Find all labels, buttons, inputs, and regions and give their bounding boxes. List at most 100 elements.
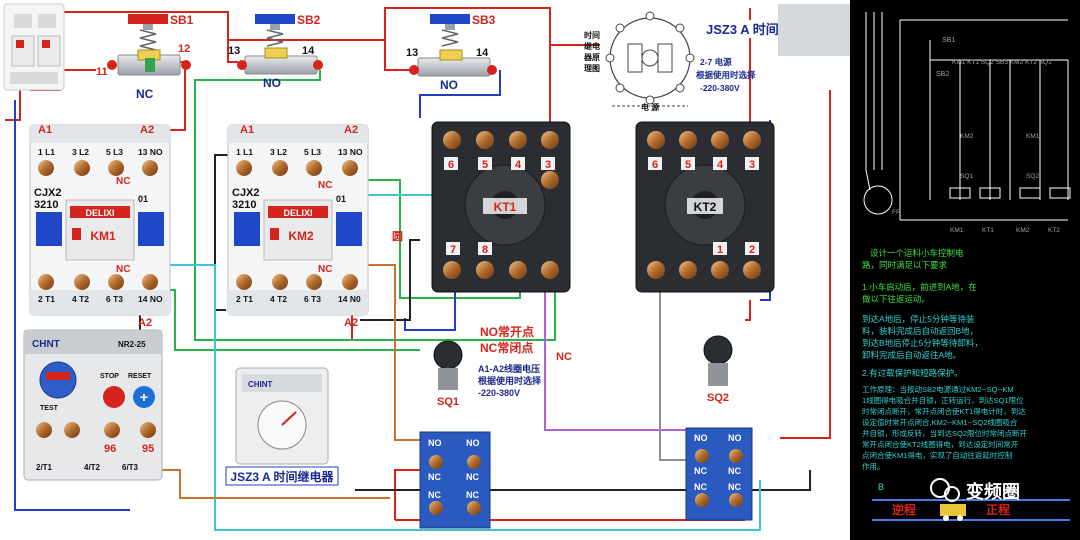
schematic-coil-km1: KM1 [950,227,964,234]
km1-nc-top: NC [116,176,130,187]
overload-stop-label: STOP [100,373,119,380]
sq2-roller-icon [703,335,733,365]
sq2-screws [695,449,743,507]
pinout-side-label-2: 继电 [584,41,600,51]
kt2-name: KT2 [694,200,717,214]
sq1-screws [429,455,481,515]
relay-pinout-diagram: 时间 继电 器原 理图 电 源 2-7 电源 根据使用时选择 -220-380V [583,11,756,112]
kt1-pin-4: 4 [515,159,522,171]
overload-terminal-95: 95 [142,443,154,455]
reset-button[interactable] [133,386,155,408]
km1-model-line1: CJX2 [34,187,62,199]
sb3-spring-icon [441,29,459,47]
work-line-1: 工作原理：当按动SB2电源通过KM2--SQ--KM [862,384,1014,394]
sb2-button[interactable]: SB2 13 14 NO [228,13,323,90]
pinout-power-note-2: 根据使用时选择 [696,70,756,80]
reset-plus-icon: + [140,389,148,405]
kt1-bottom-screws [443,261,559,279]
sq2-contact-5: NC [694,482,707,492]
sq2-contact-4: NC [728,466,741,476]
sb1-button[interactable]: SB1 11 12 NC [96,13,194,101]
km1-top-terminal-1: 1 L1 [38,147,55,157]
sb3-button[interactable]: SB3 13 14 NO [406,13,497,92]
sq2-contact-1: NO [694,433,708,443]
sq2-contact-3: NC [694,466,707,476]
km1-bottom-terminal-3: 6 T3 [106,294,123,304]
sq1-contact-5: NC [428,490,441,500]
sb2-label: SB2 [297,13,321,27]
pinout-power-note-3: -220-380V [700,83,740,93]
sb1-right-terminal: 12 [178,43,190,55]
kt1-relay-socket[interactable]: KT1 6 5 4 3 7 8 [431,121,571,293]
sb3-cap-icon [430,14,470,24]
kt1-pin-7: 7 [450,244,456,256]
timer-brand: CHINT [248,380,273,389]
sb1-left-terminal: 11 [96,66,108,78]
cart-icon [940,504,966,516]
work-line-7: 点闭合使KM1得电，实现了自动往返延时控制 [862,450,1012,460]
work-principle: 工作原理：当按动SB2电源通过KM2--SQ--KM 1线圈得电吸合并自锁，正转… [862,384,1028,471]
work-line-4: 设定值时常开点闭合,KM2--KM1--SQ2线圈吸合 [862,417,1018,427]
sb2-left-terminal: 13 [228,45,240,57]
kt1-pin-8: 8 [482,244,488,256]
km1-contactor[interactable]: DELIXI KM1 CJX2 3210 01 A1 A2 A2 NC NC 1… [29,124,171,329]
schematic-coil-kt2: KT2 [1048,227,1060,234]
sq1-limit-switch[interactable]: SQ1 NO NO NC NC NC NC [419,340,491,529]
task-line-8: 料，装料完成后自动返回B地， [862,326,978,336]
km2-coil-a1: A1 [240,124,254,136]
contact-note-1: NO常开点 [480,324,534,339]
km1-bottom-terminal-1: 2 T1 [38,294,55,304]
sb2-spring-icon [266,29,284,47]
sq2-contact-2: NO [728,433,742,443]
work-line-3: 时常闭点断开，常开点闭合使KT1得电计时，到达 [862,406,1026,416]
work-line-8: 作用。 [862,461,885,471]
schematic-contact-km1: KM1 [1026,133,1040,140]
task-line-9: 到达B地后停止5分钟等待卸料， [862,338,983,348]
sb1-label: SB1 [170,13,194,27]
km1-coil-a1: A1 [38,124,52,136]
overload-bottom-label-3: 6/T3 [122,463,139,472]
km2-contactor[interactable]: DELIXI KM2 CJX2 3210 01 A1 A2 A2 NC NC 1… [227,124,369,329]
km2-model-line1: CJX2 [232,187,260,199]
pinout-side-label-3: 器原 [583,53,600,62]
red-mark: 圆 [392,230,403,243]
work-line-2: 1线圈得电吸合并自锁，正转运行，到达SQ1限位 [862,395,1024,405]
forward-label: 正程 [986,502,1010,517]
kt2-pin-6: 6 [652,159,658,171]
schematic-coil-km2: KM2 [1016,227,1030,234]
km1-top-terminal-3: 5 L3 [106,147,123,157]
km2-nc-bottom: NC [318,264,332,275]
kt1-pin-3: 3 [545,159,551,171]
kt2-pin-1: 1 [717,244,723,256]
km1-coil-a2: A2 [140,124,154,136]
km2-bottom-terminal-1: 2 T1 [236,294,253,304]
stop-button[interactable] [103,386,125,408]
kt1-pin-5: 5 [482,159,488,171]
pinout-side-label-1: 时间 [584,30,600,40]
coil-boxes [949,187,1071,199]
coil-note-3: -220-380V [478,388,520,398]
km2-top-terminal-2: 3 L2 [270,147,287,157]
sb3-right-terminal: 14 [476,47,489,59]
overload-model: NR2-25 [118,340,146,349]
schematic-fr: FR [892,209,901,216]
wire-nc-label: NC [556,351,572,363]
thermal-overload-relay[interactable]: CHNT NR2-25 TEST STOP RESET + 96 95 2/T1… [23,329,163,481]
km2-coil-a2-bottom: A2 [344,317,358,329]
contact-note-2: NC常闭点 [480,340,533,355]
coil-note-1: A1-A2线圈电压 [478,363,540,374]
watermark-text: 变频圈 [966,481,1020,502]
kt2-relay-socket[interactable]: KT2 6 5 4 3 1 2 [635,121,775,293]
sb2-cap-icon [255,14,295,24]
km1-bottom-terminal-4: 14 NO [138,294,163,304]
kt2-pin-4: 4 [717,159,724,171]
overload-bottom-label-1: 2/T1 [36,463,53,472]
pinout-side-label-4: 理图 [584,64,600,73]
sq2-name: SQ2 [707,392,729,404]
sq2-contact-6: NC [728,482,741,492]
schematic-top-row: KM1 KT1 SQ2 SB3 KM2 KT2 SQ1 [952,59,1052,66]
sq2-limit-switch[interactable]: SQ2 NO NO NC NC NC NC [685,335,753,521]
pinout-power-note-1: 2-7 电源 [700,57,732,67]
timer-caption: JSZ3 A 时间继电器 [230,469,334,484]
